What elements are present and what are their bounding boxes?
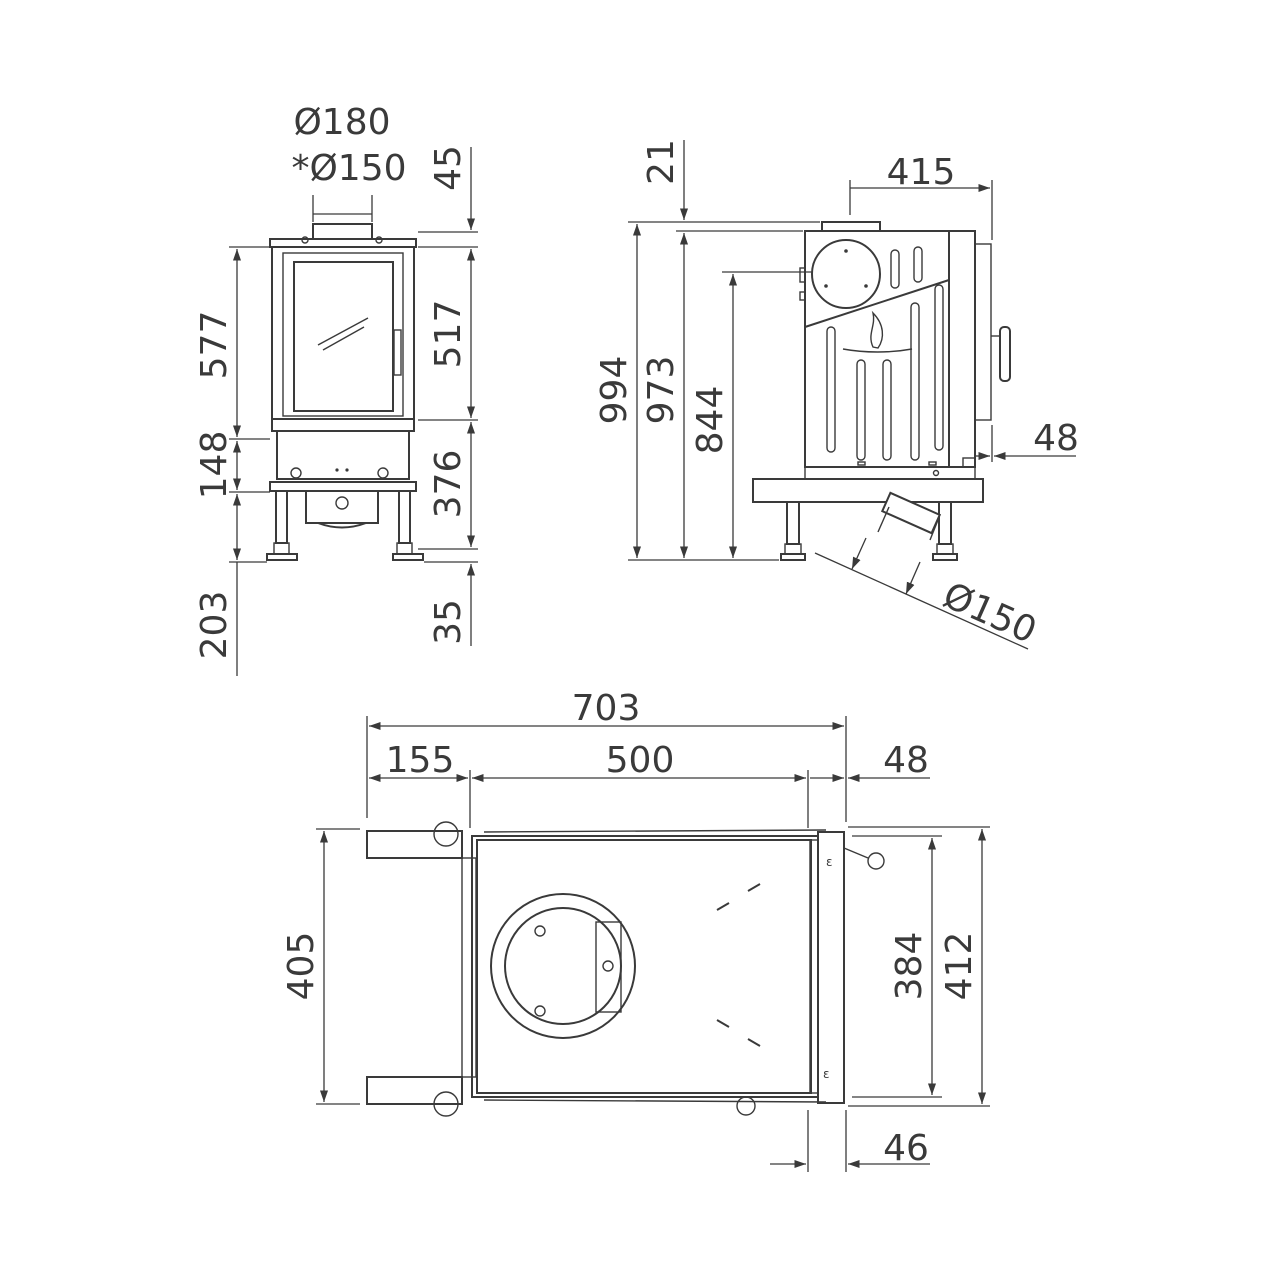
- dim-top-depth-right: 412: [939, 932, 980, 1001]
- front-base: [276, 430, 410, 480]
- side-leg-left: [786, 501, 800, 545]
- side-view: 21 994 973 844 415 48 Ø150: [594, 139, 1079, 652]
- top-rail-upper: [366, 830, 463, 859]
- dim-front-flue-inner: *Ø150: [291, 148, 406, 189]
- dim-side-top-offset: 21: [641, 139, 682, 185]
- top-body-inner: [476, 839, 812, 1094]
- side-top-collar: [821, 221, 881, 232]
- front-rear-flue: [305, 490, 379, 524]
- dim-top-front-offset: 46: [883, 1128, 929, 1169]
- dim-front-door-height: 577: [194, 311, 235, 380]
- top-front-panel: [817, 831, 845, 1104]
- dim-front-foot-height: 35: [428, 599, 469, 645]
- front-glass: [293, 261, 394, 412]
- svg-text:ε: ε: [826, 855, 833, 869]
- front-lower-band: [271, 418, 415, 432]
- top-rail-lower: [366, 1076, 463, 1105]
- dim-front-flue-outer: Ø180: [293, 102, 390, 143]
- dim-front-glass-height: 517: [428, 300, 469, 369]
- side-door-handle: [999, 326, 1011, 382]
- dim-side-total-height: 994: [594, 356, 635, 425]
- front-door-handle: [393, 329, 402, 376]
- front-door-frame: [282, 252, 404, 417]
- dim-front-top-offset: 45: [428, 145, 469, 191]
- dim-side-flue-height: 844: [690, 386, 731, 455]
- dim-top-right-offset: 48: [883, 740, 929, 781]
- dim-front-base-height: 148: [194, 431, 235, 500]
- dim-side-body-height: 973: [641, 356, 682, 425]
- flame-icon: [870, 310, 884, 349]
- side-rear-flue: [880, 491, 942, 535]
- front-flue-collar: [312, 223, 373, 240]
- front-foot-left: [266, 553, 298, 561]
- side-leg-right: [938, 501, 952, 545]
- dim-top-body-width: 500: [606, 740, 675, 781]
- dim-front-lower-height: 376: [428, 450, 469, 519]
- dim-top-depth-left: 405: [281, 932, 322, 1001]
- dim-side-depth: 415: [887, 152, 956, 193]
- dim-top-left-offset: 155: [386, 740, 455, 781]
- front-foot-right: [392, 553, 424, 561]
- side-door-profile: [948, 230, 976, 468]
- front-leg-left: [275, 490, 288, 544]
- front-pedestal-top: [269, 481, 417, 492]
- dim-top-total-width: 703: [572, 688, 641, 729]
- dim-side-handle-depth: 48: [1033, 418, 1079, 459]
- side-plinth: [752, 478, 984, 503]
- dim-top-inner-depth: 384: [889, 932, 930, 1001]
- front-view: Ø180 *Ø150 577 148 203 45 517 376 35: [194, 102, 478, 676]
- top-body: [471, 835, 819, 1098]
- top-flue-ring: [490, 893, 636, 1039]
- top-handle: [843, 847, 869, 859]
- svg-text:ε: ε: [823, 1067, 830, 1081]
- top-view: ε ε 703 155 500 48 405 384 412: [281, 688, 990, 1172]
- front-leg-right: [398, 490, 411, 544]
- dim-front-leg-height: 203: [194, 591, 235, 660]
- dim-side-rear-flue: Ø150: [937, 575, 1042, 652]
- front-top-cap: [269, 238, 417, 248]
- side-air-inlet: [811, 239, 881, 309]
